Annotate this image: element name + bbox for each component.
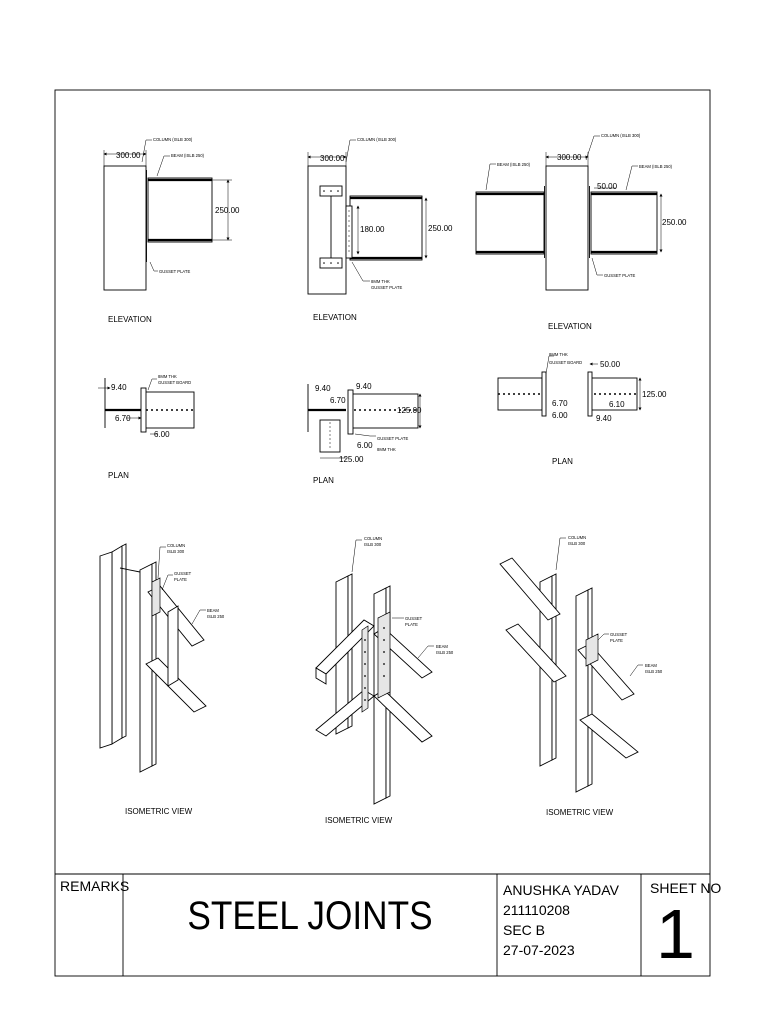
dim-p3-6.10: 6.10 (609, 400, 625, 409)
label-e2-gusset: GUSSET PLATE (371, 285, 402, 290)
dim-p3-9.40: 9.40 (596, 414, 612, 423)
dim-p2-9.40-left: 9.40 (315, 384, 331, 393)
dim-p3-50: 50.00 (600, 360, 621, 369)
elevation-1 (103, 139, 232, 291)
date: 27-07-2023 (503, 942, 575, 958)
dim-p2-6.70: 6.70 (330, 396, 346, 405)
dim-e1-300: 300.00 (116, 151, 141, 160)
isometric-2 (315, 539, 434, 805)
label-i1-gusset-1: GUSSET (174, 571, 192, 576)
label-i2-gusset-2: PLATE (405, 622, 418, 627)
label-i3-column-2: ISLB 300 (568, 541, 586, 546)
label-i3-beam-1: BEAM (645, 663, 657, 668)
label-e3-beam-right: BEAM (ISLB 250) (639, 164, 673, 169)
dim-p3-125: 125.00 (642, 390, 667, 399)
view-label-isometric-1: ISOMETRIC VIEW (125, 807, 193, 816)
dim-p2-6.00: 6.00 (357, 441, 373, 450)
label-p1-gusset-board: GUSSET BOARD (158, 380, 191, 385)
label-i2-gusset-1: GUSSET (405, 616, 423, 621)
label-i2-column-2: ISLB 300 (364, 542, 382, 547)
elevation-3 (475, 135, 663, 291)
dim-e2-250: 250.00 (428, 224, 453, 233)
dim-e3-300: 300.00 (557, 153, 582, 162)
view-label-plan-3: PLAN (552, 457, 573, 466)
dim-p1-9.40: 9.40 (111, 383, 127, 392)
label-i1-beam-1: BEAM (207, 608, 219, 613)
dim-p2-9.40-right: 9.40 (356, 382, 372, 391)
view-label-isometric-2: ISOMETRIC VIEW (325, 816, 393, 825)
label-i3-column-1: COLUMN (568, 535, 586, 540)
elevation-2 (307, 139, 428, 295)
label-i3-gusset-2: PLATE (610, 638, 623, 643)
label-p1-8mm: 8MM THK (158, 374, 177, 379)
roll-number: 211110208 (503, 902, 570, 918)
sheet-number: 1 (656, 895, 695, 973)
label-p2-8mm: 8MM THK (377, 447, 396, 452)
label-p3-8mm: 8MM THK (549, 352, 568, 357)
view-label-elevation-2: ELEVATION (313, 313, 357, 322)
view-label-plan-1: PLAN (108, 471, 129, 480)
dim-p3-6.00: 6.00 (552, 411, 568, 420)
label-e1-column: COLUMN (ISLB 300) (153, 137, 193, 142)
dim-p2-125-bottom: 125.00 (339, 455, 364, 464)
plan-2 (307, 384, 422, 459)
label-e2-column: COLUMN (ISLB 300) (357, 137, 397, 142)
drawing-title: STEEL JOINTS (187, 894, 433, 938)
view-label-elevation-1: ELEVATION (108, 315, 152, 324)
dim-p1-6.00: 6.00 (154, 430, 170, 439)
label-i3-gusset-1: GUSSET (610, 632, 628, 637)
label-i1-column-2: ISLB 300 (167, 549, 185, 554)
label-i2-column-1: COLUMN (364, 536, 382, 541)
label-e3-gusset: GUSSET PLATE (604, 273, 635, 278)
plan-3 (497, 355, 642, 417)
label-i3-beam-2: ISLB 250 (645, 669, 663, 674)
label-i1-beam-2: ISLB 250 (207, 614, 225, 619)
label-p2-gusset-plate: GUSSET PLATE (377, 436, 408, 441)
dim-e3-50: 50.00 (597, 182, 618, 191)
label-e1-beam: BEAM (ISLB 250) (171, 153, 205, 158)
dim-p2-125: 125.00 (397, 406, 422, 415)
author-name: ANUSHKA YADAV (503, 882, 619, 898)
label-p3-gusset-board: GUSSET BOARD (549, 360, 582, 365)
label-i1-gusset-2: PLATE (174, 577, 187, 582)
label-i2-beam-1: BEAM (436, 644, 448, 649)
label-e1-gusset: GUSSET PLATE (159, 269, 190, 274)
plan-1 (98, 378, 195, 435)
dim-p3-6.70: 6.70 (552, 399, 568, 408)
remarks-label: REMARKS (60, 878, 130, 894)
label-e3-column: COLUMN (ISLB 300) (601, 133, 641, 138)
label-e2-8mm: 8MM THK (371, 279, 390, 284)
view-label-plan-2: PLAN (313, 476, 334, 485)
label-i2-beam-2: ISLB 250 (436, 650, 454, 655)
dim-p1-6.70: 6.70 (115, 414, 131, 423)
dim-e3-250: 250.00 (662, 218, 687, 227)
view-label-isometric-3: ISOMETRIC VIEW (546, 808, 614, 817)
dim-e1-250: 250.00 (215, 206, 240, 215)
section: SEC B (503, 922, 546, 938)
sheet-no-label: SHEET NO (650, 880, 722, 896)
dim-e2-180: 180.00 (360, 225, 385, 234)
isometric-1 (99, 543, 207, 773)
label-i1-column-1: COLUMN (167, 543, 185, 548)
dim-e2-300: 300.00 (320, 154, 345, 163)
sheet-border (54, 89, 711, 977)
view-label-elevation-3: ELEVATION (548, 322, 592, 331)
label-e3-beam-left: BEAM (ISLB 250) (497, 162, 531, 167)
isometric-3 (499, 537, 643, 793)
